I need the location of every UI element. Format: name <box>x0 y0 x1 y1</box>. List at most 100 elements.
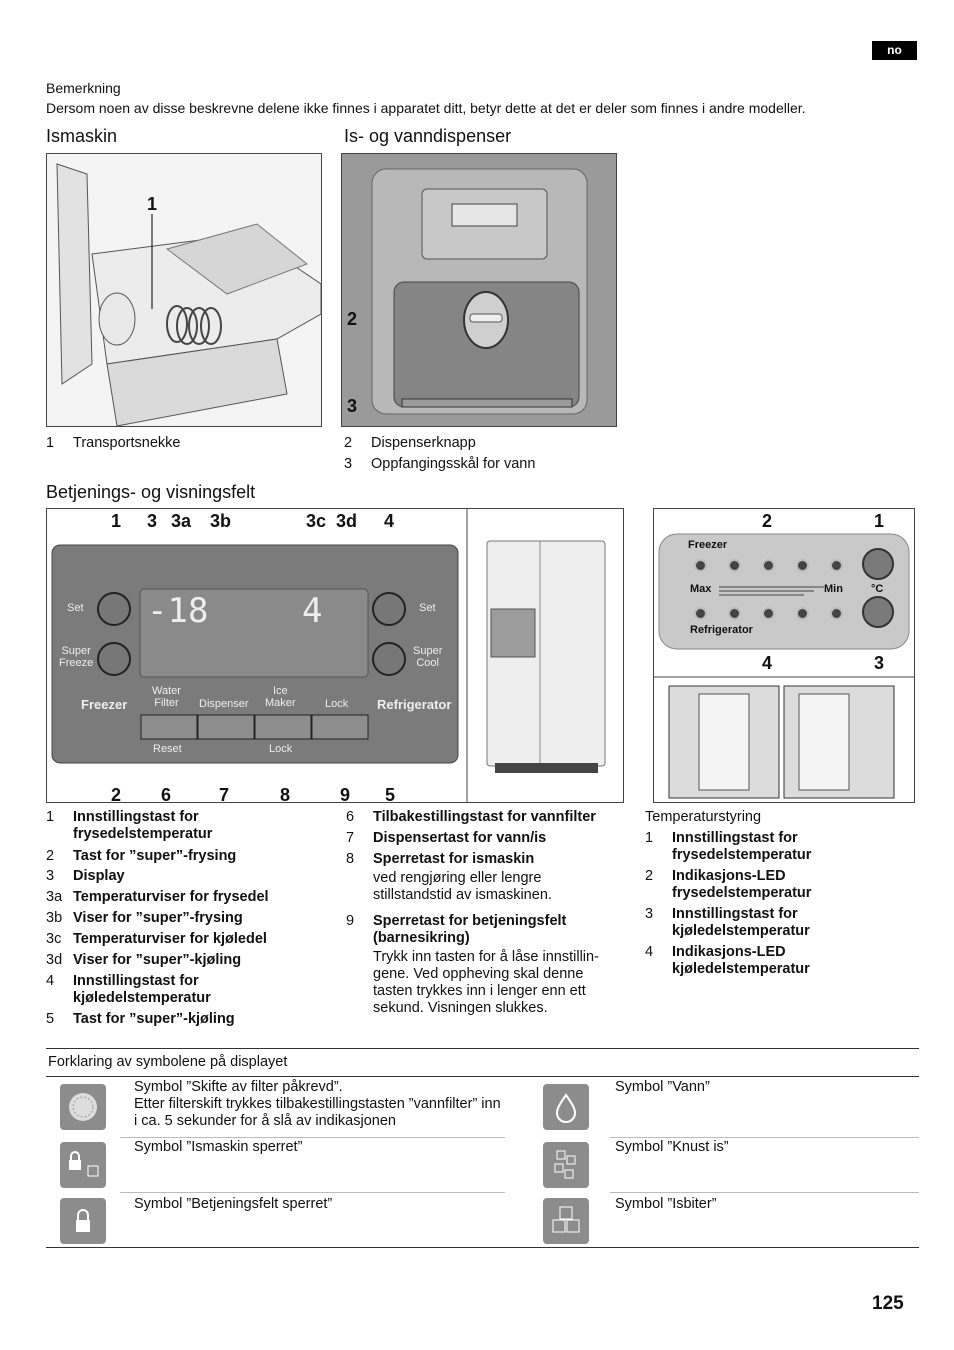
min-label: Min <box>824 583 843 595</box>
item-description: ved rengjøring eller lengre stillstandst… <box>373 870 552 903</box>
ice-maker-illustration: 1 <box>46 153 322 427</box>
table-top-rule <box>46 1048 919 1049</box>
dispenser-illustration: 2 3 <box>341 153 617 427</box>
super-cool-label: Super Cool <box>413 645 443 669</box>
temp-callout-4: 4 <box>762 653 773 673</box>
ice-maker-heading: Ismaskin <box>46 126 118 146</box>
panel-item: 3 Display <box>46 868 326 885</box>
freezer-led <box>796 559 809 572</box>
note-text: Dersom noen av disse beskrevne delene ik… <box>46 100 806 116</box>
fridge-temp-display: 4 <box>302 591 323 631</box>
filter-icon <box>60 1084 106 1130</box>
row-divider <box>610 1192 919 1193</box>
celsius-label: °C <box>871 583 884 595</box>
fridge-led <box>796 607 809 620</box>
panel-callout-1: 1 <box>111 511 122 531</box>
caption-number: 3 <box>344 456 353 472</box>
fridge-led <box>694 607 707 620</box>
caption-text: Dispenserknapp <box>371 435 476 451</box>
refrigerator-panel-label: Refrigerator <box>690 624 753 636</box>
item-number: 4 <box>645 944 654 960</box>
item-text: Display <box>73 868 125 884</box>
item-text: Viser for ”super”-kjøling <box>73 952 242 968</box>
panel-item: 4 Innstillingstast for kjøledelstemperatu… <box>46 973 266 1007</box>
item-number: 4 <box>46 973 55 989</box>
item-description: Trykk inn tasten for å låse innstillin-g… <box>373 949 599 1016</box>
dispenser-caption-2: 3 Oppfangingsskål for vann <box>344 455 644 475</box>
item-text: Innstillingstast for frysedelstemperatur <box>73 809 213 842</box>
item-text: Viser for ”super”-frysing <box>73 910 243 926</box>
item-number: 3d <box>46 952 63 968</box>
item-text: Sperretast for ismaskin <box>373 851 535 867</box>
item-number: 2 <box>645 868 654 884</box>
symbol-text: Symbol ”Betjeningsfelt sperret” <box>134 1196 333 1212</box>
caption-text: Transportsnekke <box>73 435 181 451</box>
symbol-text: Symbol ”Ismaskin sperret” <box>134 1139 303 1155</box>
item-text: Sperretast for betjeningsfelt (barnesikr… <box>373 913 567 946</box>
item-number: 7 <box>346 830 355 846</box>
item-text: Innstillingstast for frysedelstemperatur <box>672 830 812 863</box>
ice-maker-label: Ice Maker <box>265 685 296 709</box>
ice-maker-drawing <box>47 154 321 426</box>
fridge-led <box>762 607 775 620</box>
temp-control-illustration: 2 1 Freezer Max Min °C Refrigerator 4 3 <box>653 508 915 803</box>
crushed-ice-icon <box>543 1142 589 1188</box>
water-drop-icon <box>543 1084 589 1130</box>
item-number: 3 <box>46 868 55 884</box>
max-label: Max <box>690 583 712 595</box>
freezer-temp-display: -18 <box>147 591 209 631</box>
panel-callout-2: 2 <box>111 785 122 803</box>
dispenser-label: Dispenser <box>199 698 249 710</box>
item-text: Innstillingstast for kjøledelstemperatur <box>73 973 211 1006</box>
item-text: Temperaturviser for kjøledel <box>73 931 267 947</box>
panel-item: 1 Innstillingstast for frysedelstemperatu… <box>46 809 326 843</box>
row-divider <box>120 1192 505 1193</box>
row-divider <box>120 1137 505 1138</box>
panel-item: 3d Viser for ”super”-kjøling <box>46 952 326 969</box>
caption-text: Oppfangingsskål for vann <box>371 456 536 472</box>
symbols-heading: Forklaring av symbolene på displayet <box>48 1054 288 1070</box>
panel-callout-4: 4 <box>384 511 395 531</box>
fridge-led <box>830 607 843 620</box>
temp-callout-3: 3 <box>874 653 885 673</box>
item-number: 9 <box>346 913 355 929</box>
refrigerator-label: Refrigerator <box>377 697 452 712</box>
dispenser-drawing <box>342 154 616 426</box>
language-badge: no <box>872 41 917 60</box>
lock-label: Lock <box>325 698 349 710</box>
caption-number: 1 <box>46 435 55 451</box>
symbol-text: Symbol ”Vann” <box>615 1079 710 1095</box>
symbol-text: Symbol ”Knust is” <box>615 1139 729 1155</box>
panel-callout-6: 6 <box>161 785 172 803</box>
panel-callout-3d: 3d <box>336 511 358 531</box>
ice-maker-callout-1: 1 <box>147 194 158 214</box>
caption-number: 2 <box>344 435 353 451</box>
item-text: Tast for ”super”-kjøling <box>73 1011 235 1027</box>
note-heading: Bemerkning <box>46 80 121 96</box>
item-text: Tilbakestillingstast for vannfilter <box>373 809 596 825</box>
ice-maker-lock-icon <box>60 1142 106 1188</box>
water-filter-label: Water Filter <box>152 685 181 709</box>
temp-callout-1: 1 <box>874 511 885 531</box>
dispenser-callout-3: 3 <box>347 396 358 416</box>
item-number: 1 <box>46 809 55 825</box>
item-number: 3b <box>46 910 63 926</box>
freezer-panel-label: Freezer <box>688 539 728 551</box>
item-text: Tast for ”super”-frysing <box>73 848 237 864</box>
super-freeze-label: Super Freeze <box>59 645 94 669</box>
item-text: Indikasjons-LED kjøledelstemperatur <box>672 944 810 977</box>
panel-callout-3b: 3b <box>210 511 232 531</box>
panel-callout-9: 9 <box>340 785 351 803</box>
panel-item: 3b Viser for ”super”-frysing <box>46 910 326 927</box>
dispenser-callout-2: 2 <box>347 309 358 329</box>
dispenser-heading: Is- og vanndispenser <box>344 126 512 146</box>
